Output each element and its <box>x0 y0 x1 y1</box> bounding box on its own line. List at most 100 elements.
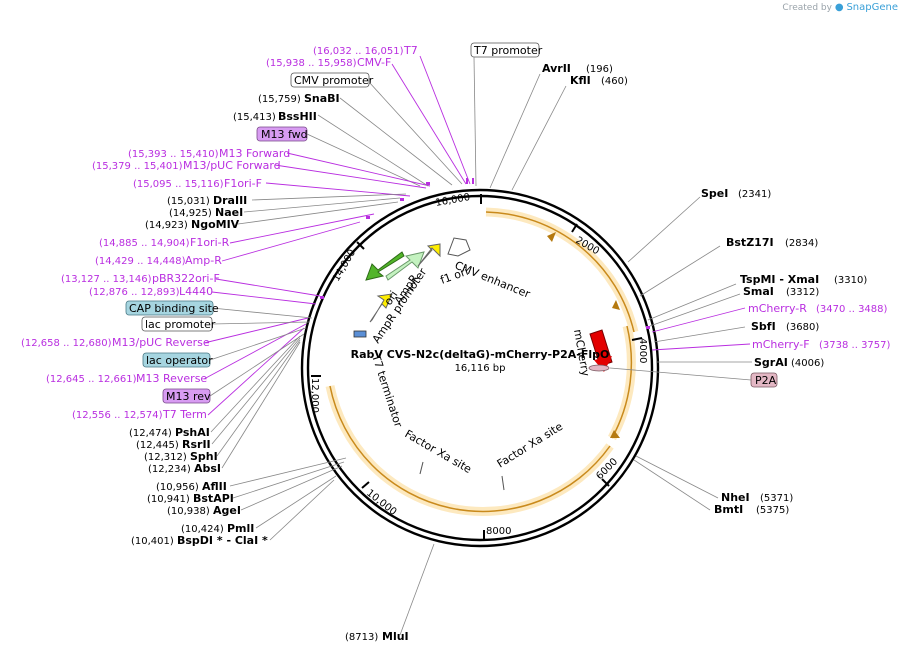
enzyme-tspmi-xmai[interactable]: TspMI - XmaI <box>740 273 819 286</box>
primer-t7-term-pos: (12,556 .. 12,574) <box>72 410 163 421</box>
primer-mcherry-f[interactable]: mCherry-F <box>752 338 810 351</box>
primer-m13-reverse[interactable]: M13 Reverse <box>136 372 207 385</box>
primer-f1ori-f-pos: (15,095 .. 15,116) <box>133 179 224 190</box>
label-m13-fwd: M13 fwd <box>261 128 308 141</box>
enzyme-pmli-pos: (10,424) <box>181 524 224 535</box>
enzyme-draiii[interactable]: DraIII <box>213 194 247 207</box>
enzyme-agei[interactable]: AgeI <box>213 504 241 517</box>
enzyme-rsrii-pos: (12,445) <box>136 440 179 451</box>
ori-arrow <box>369 293 393 323</box>
primer-m13-puc-reverse[interactable]: M13/pUC Reverse <box>112 336 210 349</box>
enzyme-aflii[interactable]: AflII <box>202 480 227 493</box>
enzyme-spei-pos: (2341) <box>738 189 771 200</box>
primer-pbr322ori-f-pos: (13,127 .. 13,146) <box>61 274 152 285</box>
plasmid-size: 16,116 bp <box>455 363 506 374</box>
label-cmv-promoter: CMV promoter <box>294 74 374 87</box>
enzyme-naei[interactable]: NaeI <box>215 206 243 219</box>
cap-binding-site-box[interactable] <box>125 300 214 316</box>
primer-t7[interactable]: T7 <box>403 44 418 57</box>
label-p2a: P2A <box>755 374 777 387</box>
lac-promoter-box[interactable] <box>141 316 213 332</box>
primer-marks <box>320 178 650 329</box>
primer-amp-r[interactable]: Amp-R <box>185 254 222 267</box>
enzyme-absi[interactable]: AbsI <box>194 462 221 475</box>
left-leader-lines <box>209 97 453 541</box>
m13-rev-box[interactable] <box>162 388 211 404</box>
primer-cmv-f[interactable]: CMV-F <box>357 56 391 69</box>
enzyme-bmti[interactable]: BmtI <box>714 503 743 516</box>
primer-f1ori-r[interactable]: F1ori-R <box>190 236 230 249</box>
primer-pbr322ori-f[interactable]: pBR322ori-F <box>152 272 220 285</box>
enzyme-ngomiv[interactable]: NgoMIV <box>191 218 240 231</box>
primer-mcherry-r-pos: (3470 .. 3488) <box>816 304 888 315</box>
enzyme-bspdi-clai[interactable]: BspDI * - ClaI * <box>177 534 268 547</box>
enzyme-rsrii[interactable]: RsrII <box>182 438 211 451</box>
enzyme-agei-pos: (10,938) <box>167 506 210 517</box>
primer-f1ori-f[interactable]: F1ori-F <box>224 177 262 190</box>
enzyme-avrii[interactable]: AvrII <box>542 62 571 75</box>
backbone-outer <box>300 188 660 548</box>
label-f1-ori: f1 ori <box>439 265 470 287</box>
snapgene-logo-icon: ● <box>834 2 844 13</box>
enzyme-smai[interactable]: SmaI <box>743 285 774 298</box>
enzyme-avrii-pos: (196) <box>586 64 613 75</box>
label-factor-xa-2: Factor Xa site <box>495 420 566 471</box>
cmv-promoter-box[interactable] <box>290 72 370 88</box>
primer-t7-term[interactable]: T7 Term <box>162 408 207 421</box>
right-primer-lines <box>651 307 751 351</box>
primer-l4440[interactable]: L4440 <box>179 285 213 298</box>
enzyme-bstz17i[interactable]: BstZ17I <box>726 236 774 249</box>
lac-operator-box[interactable] <box>142 352 211 368</box>
enzyme-kfli-pos: (460) <box>601 76 628 87</box>
f1-ori-arrow <box>365 251 405 281</box>
label-m13-rev: M13 rev <box>166 390 211 403</box>
label-lac-operator: lac operator <box>146 354 213 367</box>
enzyme-snabi[interactable]: SnaBI <box>304 92 340 105</box>
enzyme-bstapi[interactable]: BstAPI <box>193 492 234 505</box>
label-cap-binding-site: CAP binding site <box>129 302 219 315</box>
enzyme-kfli[interactable]: KflI <box>570 74 591 87</box>
enzyme-sbfi[interactable]: SbfI <box>751 320 776 333</box>
feature-arc-p <box>608 324 636 441</box>
primer-f1ori-r-pos: (14,885 .. 14,904) <box>99 238 190 249</box>
mcherry-arrow <box>589 329 613 367</box>
enzyme-bsshii[interactable]: BssHII <box>278 110 317 123</box>
t7-promoter-box[interactable] <box>470 42 540 58</box>
arrow-head-1 <box>547 232 556 242</box>
tick-label-12000: 12,000 <box>309 378 320 413</box>
enzyme-bstapi-pos: (10,941) <box>147 494 190 505</box>
enzyme-smai-pos: (3312) <box>786 287 819 298</box>
factor-xa-2-pointer <box>501 475 505 491</box>
enzyme-naei-pos: (14,925) <box>169 208 212 219</box>
enzyme-pshai[interactable]: PshAI <box>175 426 210 439</box>
primer-m13-forward[interactable]: M13 Forward <box>219 147 290 160</box>
enzyme-sgrai[interactable]: SgrAI <box>754 356 788 369</box>
feature-arc-p-line <box>611 325 633 439</box>
enzyme-nhei[interactable]: NheI <box>721 491 750 504</box>
primer-m13-reverse-pos: (12,645 .. 12,661) <box>46 374 137 385</box>
enzyme-sphi[interactable]: SphI <box>190 450 218 463</box>
enzyme-pmli[interactable]: PmlI <box>227 522 254 535</box>
t7-terminator-block <box>353 330 367 338</box>
primer-mcherry-f-pos: (3738 .. 3757) <box>819 340 891 351</box>
primer-m13-puc-forward-pos: (15,379 .. 15,401) <box>92 161 183 172</box>
label-factor-xa-1: Factor Xa site <box>403 427 474 476</box>
credit-brand: SnapGene <box>846 2 898 13</box>
enzyme-mlui[interactable]: MluI <box>382 630 409 643</box>
primer-t7-pos: (16,032 .. 16,051) <box>313 46 404 57</box>
arrow-head-2 <box>612 300 620 310</box>
primer-mcherry-r[interactable]: mCherry-R <box>748 302 807 315</box>
m13-fwd-leader <box>306 133 421 187</box>
p2a-marker <box>588 364 610 372</box>
tick-label-10000: 10,000 <box>364 488 398 518</box>
enzyme-spei[interactable]: SpeI <box>701 187 728 200</box>
t7-promoter-leader <box>473 56 477 187</box>
tick-label-4000: 4000 <box>637 338 648 363</box>
enzyme-pshai-pos: (12,474) <box>129 428 172 439</box>
feature-arc-n <box>485 207 639 334</box>
feature-arc-n-line <box>485 211 635 333</box>
primer-m13-puc-forward[interactable]: M13/pUC Forward <box>183 159 281 172</box>
credit-prefix: Created by <box>782 3 832 13</box>
label-t7-terminator: T7 terminator <box>369 352 405 429</box>
